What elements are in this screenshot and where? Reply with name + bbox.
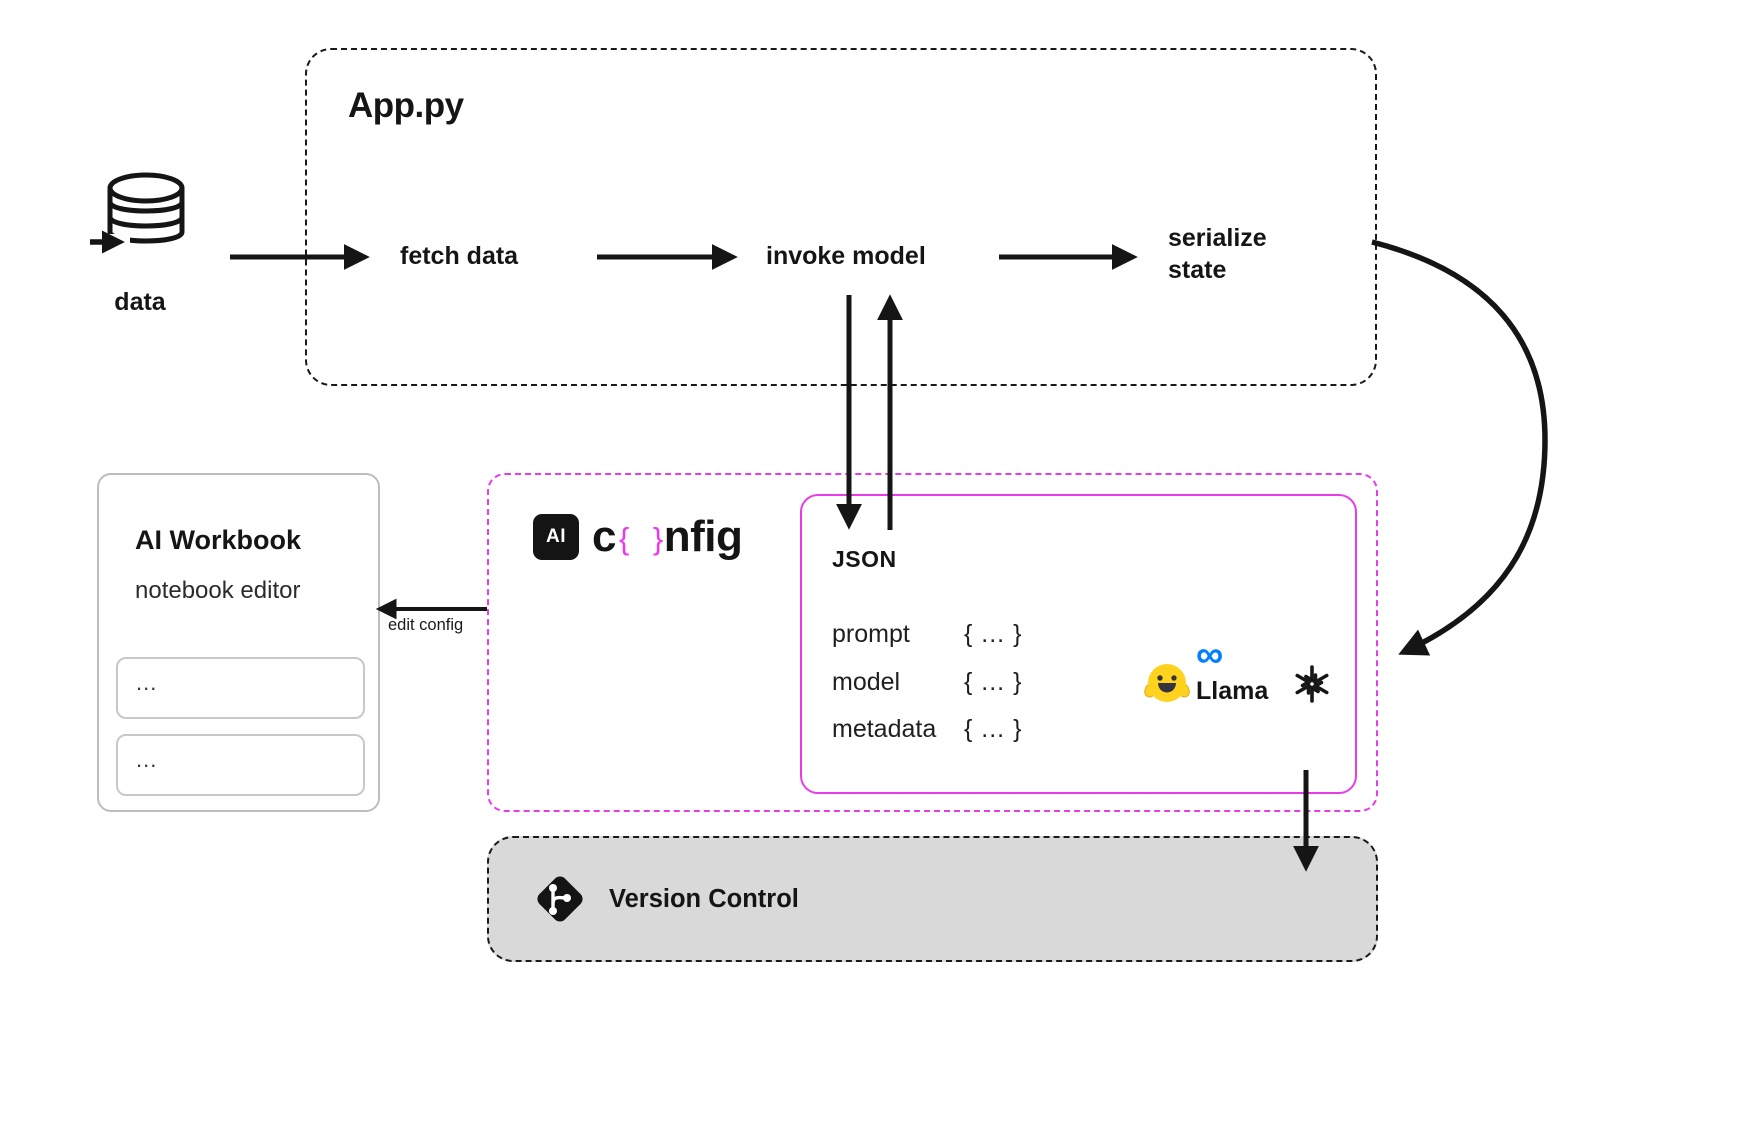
workbook-title: AI Workbook [135, 525, 302, 555]
version-control-label: Version Control [609, 884, 799, 913]
notebook-cell: ... [116, 657, 365, 719]
json-field-key: metadata [832, 715, 937, 743]
aiconfig-badge-icon: AI [533, 514, 579, 560]
step-serialize-state: serialize state [1168, 224, 1267, 284]
json-field-prompt: prompt { ... } [832, 620, 1022, 649]
step-invoke-model: invoke model [766, 242, 926, 270]
aiconfig-word-start: c [592, 512, 616, 561]
edit-config-arrow-label: edit config [388, 616, 464, 634]
hugging-face-icon [1144, 664, 1190, 702]
json-field-value: { ... } [964, 715, 1023, 743]
workbook-subtitle: notebook editor [135, 577, 301, 604]
step-fetch-data: fetch data [400, 242, 519, 270]
aiconfig-brace-open: { [618, 521, 629, 556]
aiconfig-brace-close: } [652, 521, 663, 556]
json-field-value: { ... } [964, 620, 1023, 648]
aiconfig-word-end: nfig [663, 512, 743, 561]
notebook-cell: ... [116, 734, 365, 796]
json-card-title: JSON [832, 546, 897, 572]
json-field-value: { ... } [964, 668, 1023, 696]
notebook-cell-placeholder: ... [136, 670, 158, 695]
openai-icon [1295, 665, 1329, 703]
database-icon [88, 172, 185, 254]
arrow-serialize-to-aiconfig [1371, 239, 1548, 656]
notebook-cell-placeholder: ... [136, 747, 158, 772]
json-field-key: model [832, 668, 901, 696]
app-py-title: App.py [348, 86, 464, 125]
json-field-key: prompt [832, 620, 910, 648]
llama-label: Llama [1196, 677, 1269, 705]
ai-workbook-panel: AI Workbook notebook editor ... ... [97, 473, 380, 812]
meta-icon: ∞ [1196, 634, 1224, 676]
json-field-model: model { ... } [832, 668, 1022, 697]
data-source-label: data [114, 288, 166, 316]
aiconfig-logo: AI c{}nfig [533, 512, 743, 561]
aiconfig-wordmark: c{}nfig [592, 512, 743, 561]
app-py-container [305, 48, 1377, 386]
git-icon [537, 876, 583, 922]
json-field-metadata: metadata { ... } [832, 715, 1022, 744]
json-config-card: JSON prompt { ... } model { ... } metadata… [800, 494, 1357, 794]
version-control-bar: Version Control [487, 836, 1378, 962]
